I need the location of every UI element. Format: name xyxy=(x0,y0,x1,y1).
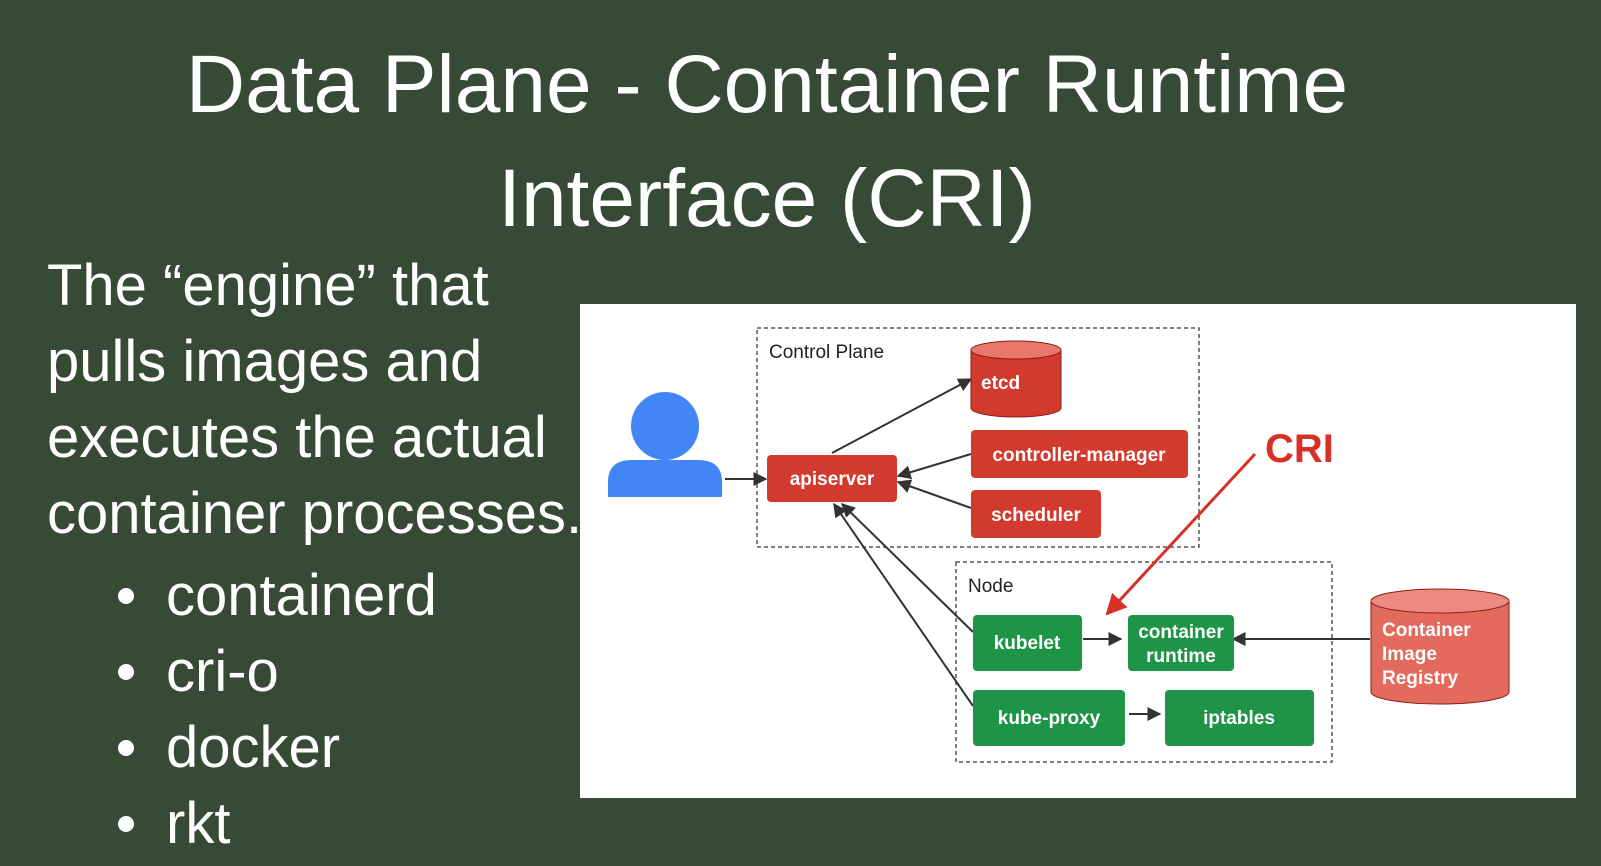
bullet-icon xyxy=(118,664,134,680)
container-runtime-box: container runtime xyxy=(1128,615,1234,671)
etcd-database: etcd xyxy=(970,340,1062,418)
kubelet-label: kubelet xyxy=(994,633,1061,654)
etcd-label: etcd xyxy=(981,373,1020,394)
list-item: containerd xyxy=(118,558,437,634)
cri-pointer-arrow xyxy=(1105,452,1257,616)
slide-title: Data Plane - Container Runtime Interface… xyxy=(0,28,1534,256)
controller-manager-box: controller-manager xyxy=(971,430,1188,478)
description-line: container processes. xyxy=(47,481,583,546)
description-line: pulls images and xyxy=(47,329,483,394)
control-plane-label: Control Plane xyxy=(769,342,884,363)
description-line: The “engine” that xyxy=(47,253,489,318)
description-line: executes the actual xyxy=(47,405,547,470)
list-item: cri-o xyxy=(118,634,437,710)
bullet-icon xyxy=(118,816,134,832)
diagram-canvas: Control Plane Node etcd apiserver xyxy=(608,327,1510,763)
scheduler-label: scheduler xyxy=(991,505,1081,526)
bullet-icon xyxy=(118,588,134,604)
registry-label-line1: Container xyxy=(1382,620,1471,641)
container-runtime-label-line1: container xyxy=(1138,622,1224,643)
list-item-label: cri-o xyxy=(166,639,279,704)
user-icon xyxy=(608,392,722,497)
scheduler-box: scheduler xyxy=(971,490,1101,538)
kube-proxy-box: kube-proxy xyxy=(973,690,1125,746)
controller-manager-label: controller-manager xyxy=(992,445,1166,466)
container-image-registry: Container Image Registry xyxy=(1370,588,1510,705)
node-region xyxy=(955,561,1333,763)
list-item: docker xyxy=(118,710,437,786)
control-plane-region xyxy=(756,327,1200,548)
architecture-diagram: Control Plane Node etcd apiserver xyxy=(580,304,1576,798)
registry-label-line3: Registry xyxy=(1382,668,1458,689)
container-runtime-label-line2: runtime xyxy=(1146,646,1216,667)
runtime-list: containerd cri-o docker rkt xyxy=(118,558,437,862)
title-line-2: Interface (CRI) xyxy=(498,153,1036,244)
list-item-label: docker xyxy=(166,715,341,780)
cri-label: CRI xyxy=(1265,427,1334,471)
apiserver-to-etcd-arrow xyxy=(831,378,973,454)
iptables-label: iptables xyxy=(1203,708,1275,729)
bullet-icon xyxy=(118,740,134,756)
list-item-label: containerd xyxy=(166,563,437,628)
iptables-box: iptables xyxy=(1165,690,1314,746)
scheduler-to-apiserver-arrow xyxy=(896,479,972,509)
registry-label-line2: Image xyxy=(1382,644,1437,665)
apiserver-box: apiserver xyxy=(767,455,897,502)
controller-manager-to-apiserver-arrow xyxy=(896,453,972,480)
kube-proxy-to-apiserver-arrow xyxy=(833,502,974,707)
title-line-1: Data Plane - Container Runtime xyxy=(185,39,1349,130)
kube-proxy-label: kube-proxy xyxy=(998,708,1101,729)
list-item: rkt xyxy=(118,786,437,862)
kubelet-box: kubelet xyxy=(973,615,1082,671)
apiserver-label: apiserver xyxy=(790,469,875,490)
kubelet-to-apiserver-arrow xyxy=(840,503,974,633)
node-label: Node xyxy=(968,576,1013,597)
list-item-label: rkt xyxy=(166,791,231,856)
description-text: The “engine” that pulls images and execu… xyxy=(47,248,587,552)
